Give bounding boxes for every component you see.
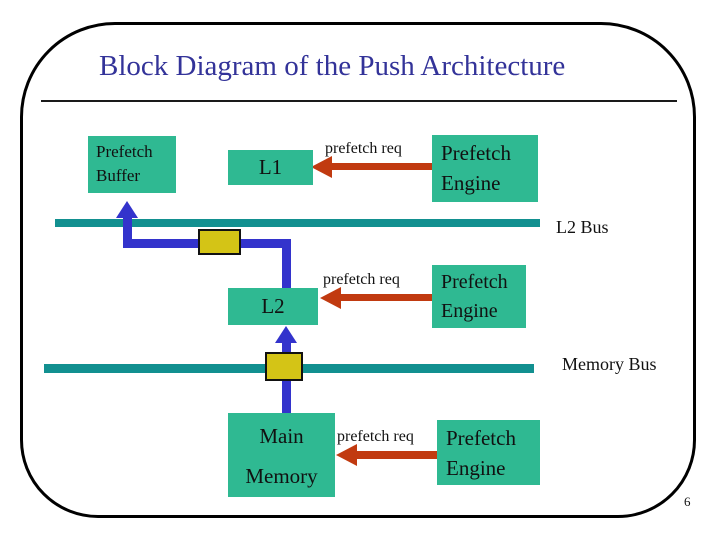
bus-interface-box-membus <box>265 352 303 381</box>
l2-bus-bar <box>55 219 540 227</box>
red-left-arrowhead-l2 <box>320 287 341 309</box>
node-prefetch-engine-l1: Prefetch Engine <box>432 135 538 202</box>
node-label-line: Buffer <box>96 166 141 185</box>
node-prefetch-engine-l2: Prefetch Engine <box>432 265 526 328</box>
node-label: L1 <box>258 155 283 179</box>
node-l2-cache: L2 <box>228 288 318 325</box>
node-label: L2 <box>261 294 285 318</box>
blue-up-arrowhead-to-buffer <box>116 201 138 218</box>
node-label-line: Prefetch <box>96 142 153 161</box>
node-label-line: Prefetch <box>441 271 508 293</box>
node-label-line: Memory <box>245 464 318 488</box>
prefetch-req-label-l2: prefetch req <box>323 271 400 288</box>
red-left-arrowhead-mem <box>336 444 357 466</box>
memory-bus-label: Memory Bus <box>562 354 657 374</box>
node-label-line: Prefetch <box>441 141 511 165</box>
node-prefetch-buffer: Prefetch Buffer <box>88 136 176 193</box>
l2-bus-label: L2 Bus <box>556 217 609 237</box>
red-arrow-shaft-l2 <box>339 294 432 301</box>
node-l1-cache: L1 <box>228 150 313 185</box>
blue-up-arrowhead-to-l2 <box>275 326 297 343</box>
page-number: 6 <box>684 494 691 509</box>
red-left-arrowhead-l1 <box>311 156 332 178</box>
page-title: Block Diagram of the Push Architecture <box>99 50 566 82</box>
title-underline <box>41 100 677 102</box>
node-label-line: Prefetch <box>446 426 516 450</box>
slide-rounded-border <box>20 22 696 518</box>
node-label-line: Engine <box>441 171 501 195</box>
prefetch-req-label-l1: prefetch req <box>325 140 402 157</box>
red-arrow-shaft-l1 <box>330 163 432 170</box>
node-label-line: Engine <box>441 300 498 322</box>
node-label-line: Engine <box>446 456 506 480</box>
prefetch-req-label-mem: prefetch req <box>337 428 414 445</box>
blue-connector-vertical-1 <box>123 214 132 248</box>
red-arrow-shaft-mem <box>355 451 437 459</box>
node-main-memory: Main Memory <box>228 413 335 497</box>
blue-connector-vertical-2 <box>282 239 291 289</box>
node-prefetch-engine-mem: Prefetch Engine <box>437 420 540 485</box>
bus-interface-box-l2bus <box>198 229 241 255</box>
node-label-line: Main <box>259 424 304 448</box>
